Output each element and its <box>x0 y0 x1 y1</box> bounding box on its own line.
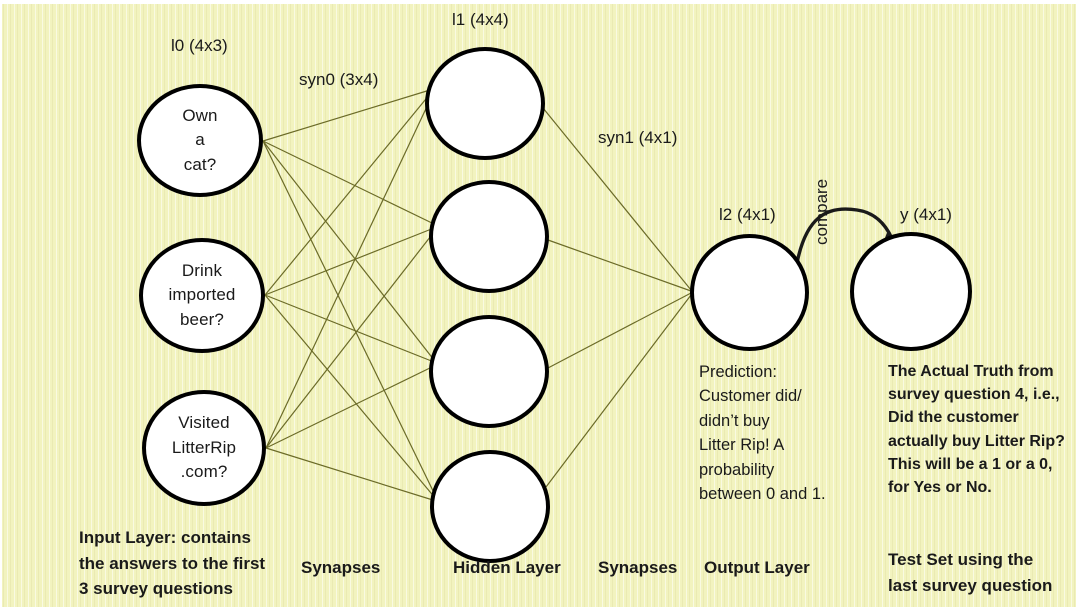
hidden-node-1[interactable] <box>425 47 545 160</box>
synapse-i2-h0 <box>265 97 432 449</box>
prediction-description: Prediction: Customer did/ didn’t buy Lit… <box>699 363 826 504</box>
footer-output-layer: Output Layer <box>704 558 810 577</box>
synapse-i0-h1 <box>262 140 435 225</box>
truth-node-y[interactable] <box>850 232 972 351</box>
matrix-label-syn0: syn0 (3x4) <box>299 70 379 89</box>
page-edge-left <box>0 0 2 607</box>
matrix-label-l0: l0 (4x3) <box>171 36 228 55</box>
hidden-node-3[interactable] <box>429 315 549 428</box>
matrix-label-syn1: syn1 (4x1) <box>598 128 678 147</box>
synapse-i1-h1 <box>264 227 435 296</box>
page-edge-top <box>0 0 1080 4</box>
input-node-label: Drink imported beer? <box>168 260 236 329</box>
synapse-i1-h0 <box>264 93 431 296</box>
input-node-label: Visited LitterRip .com? <box>171 413 237 482</box>
matrix-label-l2: l2 (4x1) <box>719 205 776 224</box>
synapse-h3-out <box>545 294 692 488</box>
truth-description: The Actual Truth from survey question 4,… <box>888 363 1065 496</box>
synapse-h2-out <box>547 292 692 369</box>
hidden-node-4[interactable] <box>430 450 550 563</box>
footer-synapses-left: Synapses <box>301 558 381 577</box>
synapse-i1-h3 <box>264 294 437 500</box>
footer-synapses-right: Synapses <box>598 558 678 577</box>
page-edge-right <box>1076 0 1080 607</box>
input-node-own-a-cat[interactable]: Own a cat? <box>137 84 263 197</box>
hidden-node-2[interactable] <box>429 180 549 293</box>
footer-hidden-layer: Hidden Layer <box>453 558 561 577</box>
synapse-i1-h2 <box>264 294 435 363</box>
input-node-label: Own a cat? <box>182 105 218 174</box>
synapse-i0-h0 <box>262 89 431 142</box>
matrix-label-y: y (4x1) <box>900 205 952 224</box>
compare-label: compare <box>812 178 831 245</box>
footer-input-layer: Input Layer: contains the answers to the… <box>79 528 266 598</box>
synapse-i0-h2 <box>262 140 435 361</box>
matrix-label-l1: l1 (4x4) <box>452 10 509 29</box>
synapse-i2-h2 <box>265 365 435 449</box>
synapse-i0-h3 <box>262 140 437 498</box>
synapse-i2-h1 <box>265 231 435 449</box>
input-node-drink-imported-beer[interactable]: Drink imported beer? <box>139 238 265 353</box>
synapse-h1-out <box>547 239 692 292</box>
input-node-visited-litterrip[interactable]: Visited LitterRip .com? <box>142 390 266 506</box>
footer-test-set: Test Set using the last survey question <box>888 550 1053 595</box>
output-node-l2[interactable] <box>690 234 809 351</box>
synapse-i2-h3 <box>265 447 437 502</box>
